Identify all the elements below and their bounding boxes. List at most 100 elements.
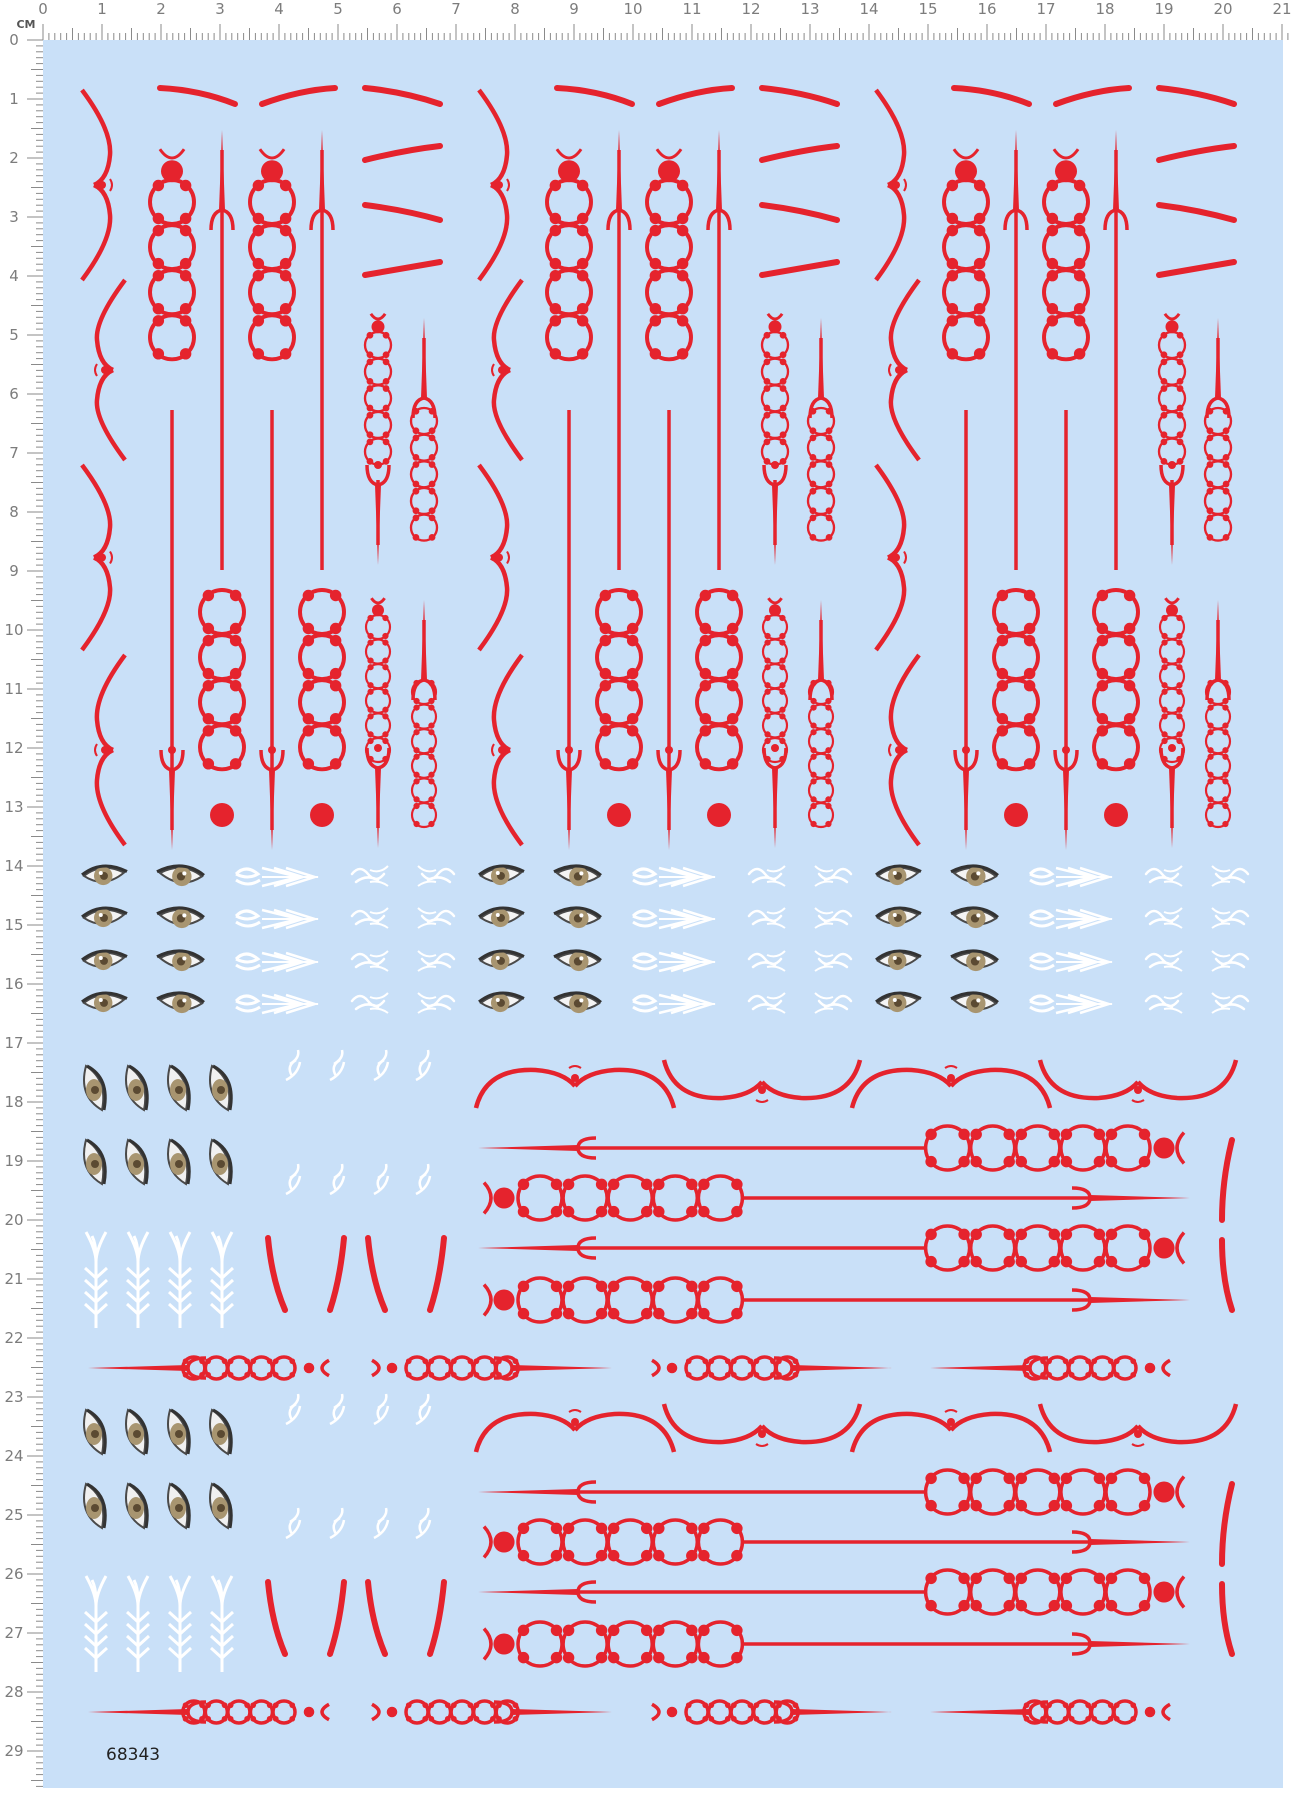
white-flourish-decal (417, 950, 456, 972)
arc-decal (265, 1579, 288, 1657)
arc-decal (1156, 85, 1237, 107)
top-ruler-label: 21 (1272, 0, 1291, 18)
white-flourish-decal (350, 992, 389, 1014)
scallop-decal (661, 1059, 863, 1103)
white-flourish-decal (1144, 950, 1183, 972)
top-ruler-label: 11 (682, 0, 701, 18)
top-ruler-label: 15 (918, 0, 937, 18)
chain-decal (363, 312, 393, 466)
horizontal-chain-decal (651, 1699, 892, 1725)
top-decal-block (477, 85, 840, 850)
vertical-eye-decal (167, 1138, 191, 1186)
top-ruler-label: 5 (333, 0, 343, 18)
white-sprig-decal (329, 1049, 346, 1082)
top-ruler-label: 3 (215, 0, 225, 18)
chain-decal (409, 406, 439, 542)
horizontal-chain-decal (930, 1699, 1171, 1725)
chain-decal (807, 678, 835, 829)
chain-decal (545, 148, 593, 362)
arc-decal (427, 1235, 447, 1313)
white-flourish-decal (814, 992, 853, 1014)
chain-decal (695, 588, 743, 772)
eye-decal (478, 991, 525, 1013)
sword-decal (762, 461, 788, 565)
eye-decal (553, 906, 602, 929)
top-ruler-label: 16 (977, 0, 996, 18)
top-ruler-label: 18 (1095, 0, 1114, 18)
chain-decal (1092, 588, 1140, 772)
white-sprig-decal (373, 1393, 390, 1426)
eye-decal (478, 906, 525, 928)
chain-decal (806, 406, 836, 542)
top-ruler-label: 4 (274, 0, 284, 18)
left-ruler-label: 25 (4, 1506, 23, 1524)
left-ruler-label: 1 (9, 90, 19, 108)
sword-decal (953, 410, 979, 850)
white-wing-decal (1028, 951, 1113, 973)
top-decal-block (874, 85, 1237, 850)
arc-decal (365, 1235, 388, 1313)
arc-decal (554, 85, 635, 107)
horizontal-chain-decal (88, 1355, 330, 1381)
eye-decal (950, 864, 999, 887)
eye-decal (156, 991, 205, 1014)
chain-decal (198, 588, 246, 772)
sword-decal (259, 410, 285, 850)
left-ruler-label: 15 (4, 916, 23, 934)
top-ruler-label: 19 (1154, 0, 1173, 18)
arc-decal (1156, 143, 1237, 163)
white-sprig-decal (415, 1049, 432, 1082)
white-flourish-decal (814, 950, 853, 972)
bracket-decal (888, 278, 921, 462)
white-flourish-decal (350, 950, 389, 972)
lower-right-decal-block (473, 1059, 1239, 1324)
chain-decal (942, 148, 990, 362)
vertical-eye-decal (209, 1408, 233, 1456)
horizontal-chain-decal (371, 1699, 612, 1725)
sword-decal (1103, 130, 1129, 570)
chain-end-bead (310, 803, 334, 827)
white-flourish-decal (417, 992, 456, 1014)
vertical-eye-decal (125, 1138, 149, 1186)
horizontal-chain-decal (478, 1568, 1186, 1616)
unit-label: CM (16, 18, 35, 31)
chain-end-bead (1004, 803, 1028, 827)
chain-decal (248, 148, 296, 362)
arc-decal (362, 259, 443, 278)
top-ruler-label: 9 (569, 0, 579, 18)
bracket-decal (94, 653, 127, 847)
sword-decal (209, 130, 235, 570)
chain-end-bead (210, 803, 234, 827)
horizontal-chain-decal (482, 1518, 1190, 1566)
white-sprig-decal (285, 1507, 302, 1540)
white-plume-decal (209, 1575, 235, 1672)
scallop-decal (1037, 1403, 1239, 1447)
vertical-eye-decal (167, 1482, 191, 1530)
white-flourish-decal (417, 907, 456, 929)
bracket-decal (80, 88, 113, 282)
eye-decal (478, 949, 525, 971)
left-ruler-label: 0 (9, 31, 19, 49)
left-ruler-label: 22 (4, 1329, 23, 1347)
horizontal-chain-decal (482, 1276, 1190, 1324)
sword-decal (606, 130, 632, 570)
left-ruler-label: 2 (9, 149, 19, 167)
chain-decal (1157, 312, 1187, 466)
chain-decal (364, 597, 392, 764)
horizontal-chain-decal (930, 1355, 1171, 1381)
chain-decal (1203, 406, 1233, 542)
vertical-eye-decal (125, 1408, 149, 1456)
left-ruler-label: 12 (4, 739, 23, 757)
eye-decal (553, 949, 602, 972)
white-plume-decal (167, 1231, 193, 1328)
scallop-decal (849, 1065, 1053, 1109)
white-plume-decal (125, 1231, 151, 1328)
white-sprig-decal (415, 1393, 432, 1426)
sword-decal (1159, 461, 1185, 565)
eye-decal (81, 864, 128, 886)
chain-decal (761, 597, 789, 764)
top-ruler-label: 12 (741, 0, 760, 18)
